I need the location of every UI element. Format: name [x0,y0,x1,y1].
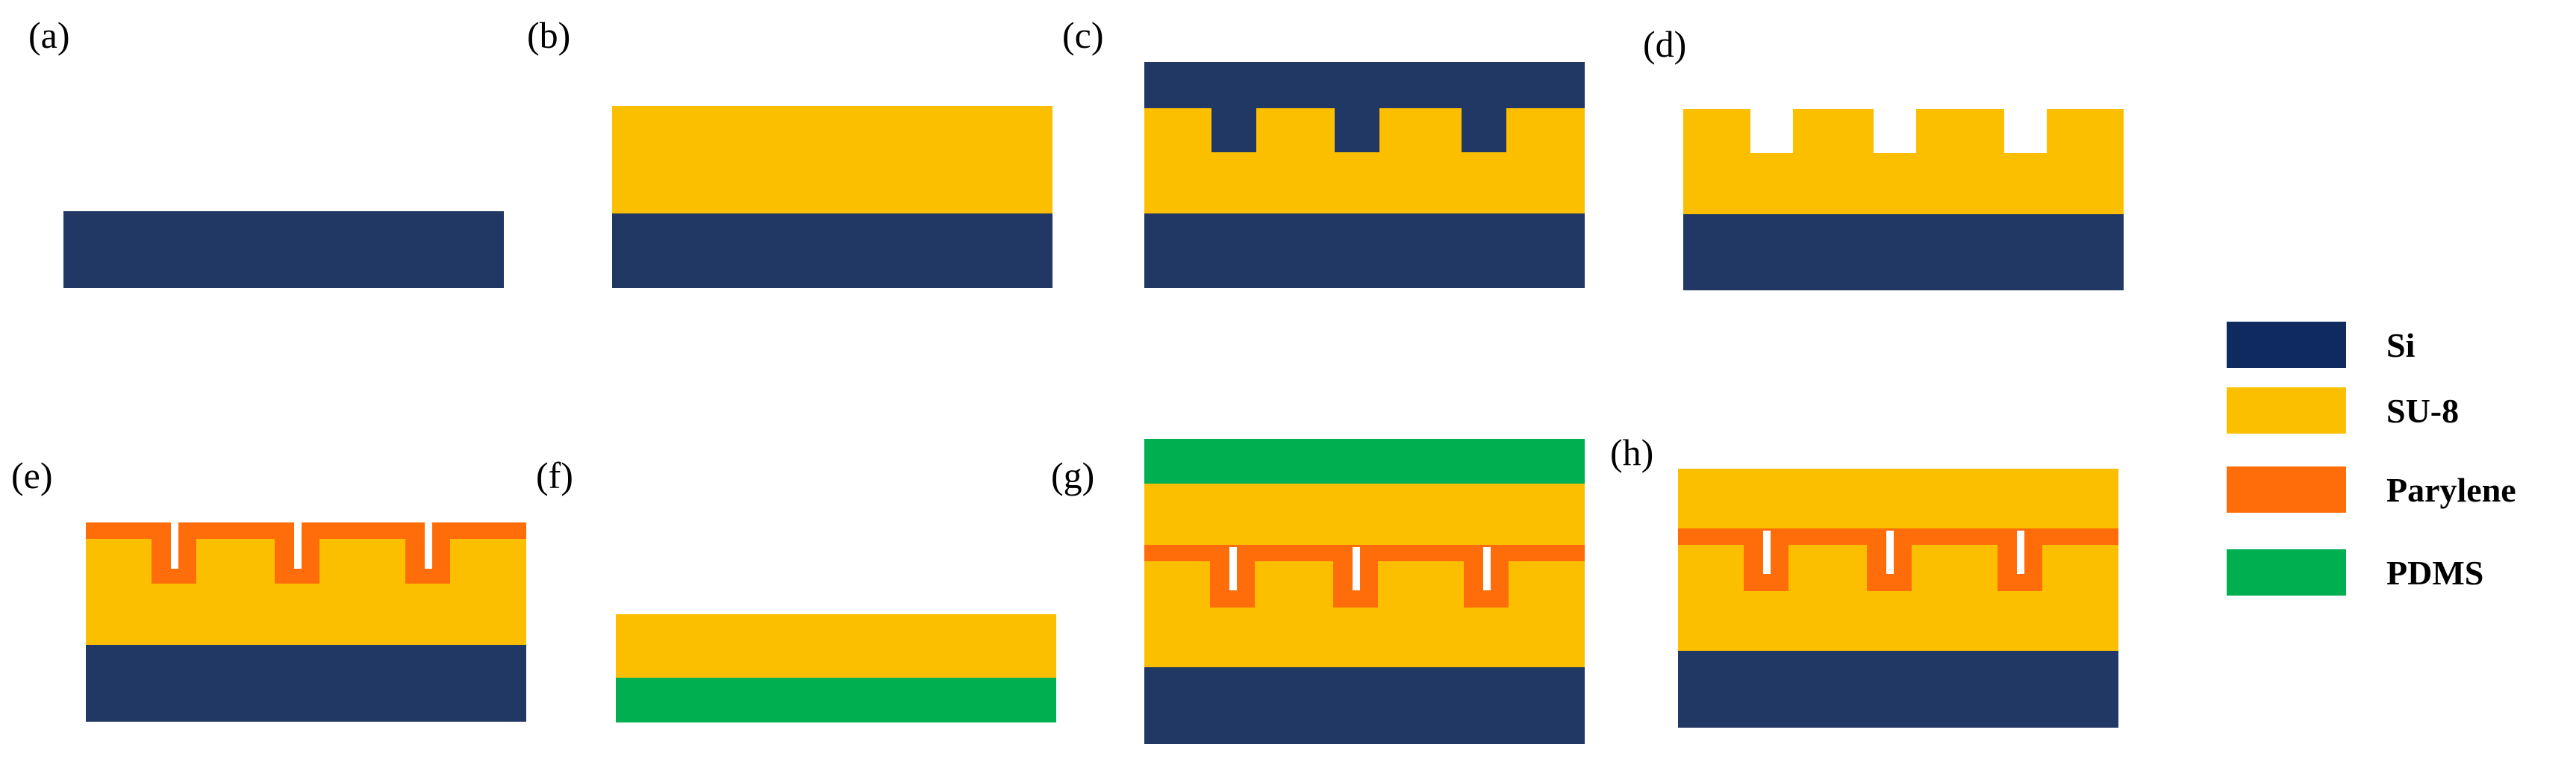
trench-3 [2004,109,2047,153]
gap-3 [2017,531,2024,574]
panel-label-g: (g) [1051,455,1095,496]
panel-label-f: (f) [536,455,573,496]
step-e [86,522,526,722]
step-c [1144,62,1585,288]
panel-label-c: (c) [1062,14,1104,56]
si-layer [1678,651,2118,728]
gap-3 [425,522,432,569]
trench-2 [1874,109,1916,153]
legend-label-parylene: Parylene [2386,471,2516,509]
legend-label-si: Si [2386,326,2416,364]
legend-swatch-pdms [2227,549,2346,596]
si-layer [1683,214,2124,290]
su8-upper-layer [1144,484,1585,549]
step-d [1683,109,2124,290]
gap-3 [1483,547,1491,590]
step-g [1144,439,1585,744]
legend-swatch-su8 [2227,387,2346,434]
si-layer [612,213,1052,288]
gap-2 [1886,531,1894,574]
si-layer [63,211,504,288]
step-b [612,106,1052,288]
si-mold-tooth-1 [1211,108,1256,152]
panel-label-a: (a) [28,14,70,56]
step-h [1678,469,2118,728]
step-f [616,614,1056,722]
si-layer [86,645,526,722]
trench-1 [1750,109,1793,153]
gap-2 [1353,547,1360,590]
panel-label-d: (d) [1643,23,1687,65]
gap-2 [294,522,302,569]
legend-label-pdms: PDMS [2386,554,2484,592]
gap-1 [171,522,178,569]
si-mold-plate [1144,62,1585,108]
step-a [63,211,504,288]
si-layer [1144,667,1585,744]
panel-label-h: (h) [1610,431,1654,473]
legend-swatch-si [2227,322,2346,368]
pdms-layer [616,678,1056,722]
legend-swatch-parylene [2227,466,2346,513]
gap-1 [1229,547,1237,590]
panel-label-e: (e) [11,455,53,496]
pdms-layer [1144,439,1585,484]
si-substrate [1144,213,1585,288]
su8-layer [616,614,1056,678]
panel-label-b: (b) [527,14,571,56]
su8-layer [612,106,1052,213]
si-mold-tooth-2 [1335,108,1379,152]
gap-1 [1763,531,1771,574]
legend-label-su8: SU-8 [2386,392,2460,430]
si-mold-tooth-3 [1462,108,1506,152]
su8-upper-layer [1678,469,2118,533]
